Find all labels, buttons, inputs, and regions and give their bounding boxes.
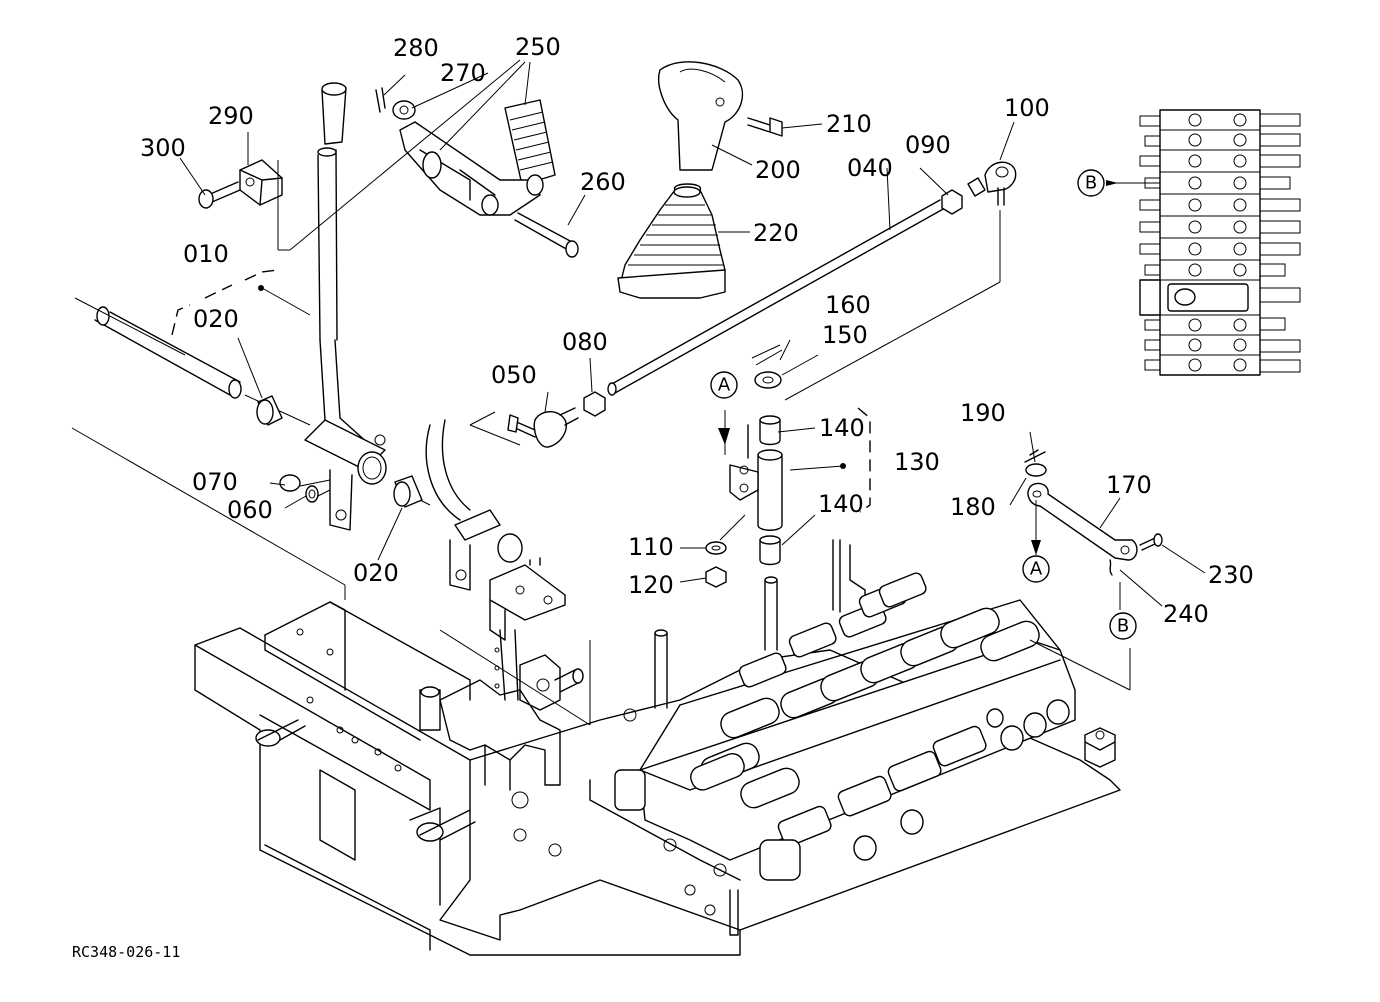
label-170: 170 [1106, 471, 1152, 499]
hydraulic-fittings [614, 699, 1070, 881]
nut-090 [941, 189, 963, 215]
label-200: 200 [755, 156, 801, 184]
bullet-010 [258, 285, 264, 291]
label-290: 290 [208, 102, 254, 130]
svg-text:A: A [1030, 559, 1043, 580]
boot-220 [617, 183, 726, 299]
bullet-130 [840, 463, 846, 469]
arrow-heads [718, 180, 1118, 555]
label-110: 110 [628, 533, 674, 561]
label-220: 220 [753, 219, 799, 247]
link-170 [1024, 449, 1163, 576]
spool-ends [738, 572, 927, 688]
label-300: 300 [140, 134, 186, 162]
label-240: 240 [1163, 600, 1209, 628]
label-080: 080 [562, 328, 608, 356]
rod-end-050 [507, 407, 579, 448]
label-070: 070 [192, 468, 238, 496]
label-050: 050 [491, 361, 537, 389]
reference-markers: A A B B [710, 169, 1137, 640]
label-180: 180 [950, 493, 996, 521]
label-060: 060 [227, 496, 273, 524]
label-130: 130 [894, 448, 940, 476]
bracket-250-group [375, 87, 579, 258]
label-010: 010 [183, 240, 229, 268]
label-280: 280 [393, 34, 439, 62]
svg-text:A: A [718, 375, 731, 396]
valve-spools [690, 607, 1040, 809]
label-250: 250 [515, 33, 561, 61]
inset-valve-detail [1106, 109, 1301, 376]
label-260: 260 [580, 168, 626, 196]
label-140-upper: 140 [819, 414, 865, 442]
clamp-290 [198, 159, 283, 209]
nut-080 [583, 391, 606, 417]
label-270: 270 [440, 59, 486, 87]
marker-b-link: B [1109, 612, 1137, 640]
svg-text:B: B [1117, 616, 1129, 637]
label-120: 120 [628, 571, 674, 599]
marker-a-upper: A [710, 371, 738, 399]
bolt-210 [747, 117, 783, 137]
assembly-130 [705, 344, 871, 651]
label-210: 210 [826, 110, 872, 138]
bracket-010-dashed [171, 269, 279, 336]
rod-040 [607, 199, 946, 396]
label-040: 040 [847, 154, 893, 182]
knob-200 [658, 61, 743, 171]
diagram-code: RC348-026-11 [72, 943, 180, 961]
chassis-frame [194, 539, 1121, 956]
marker-b-inset: B [1077, 169, 1105, 197]
rod-end-100 [967, 161, 1017, 206]
label-230: 230 [1208, 561, 1254, 589]
label-020-upper: 020 [193, 305, 239, 333]
label-150: 150 [822, 321, 868, 349]
callout-labels: 280 250 270 290 300 210 200 040 090 100 … [140, 33, 1254, 628]
marker-a-lower: A [1022, 555, 1050, 583]
label-100: 100 [1004, 94, 1050, 122]
label-020-lower: 020 [353, 559, 399, 587]
label-190: 190 [960, 399, 1006, 427]
label-140-lower: 140 [818, 490, 864, 518]
label-160: 160 [825, 291, 871, 319]
label-090: 090 [905, 131, 951, 159]
svg-text:B: B [1085, 173, 1097, 194]
lever-assembly-010 [94, 82, 584, 791]
control-valve-bank [614, 572, 1076, 881]
